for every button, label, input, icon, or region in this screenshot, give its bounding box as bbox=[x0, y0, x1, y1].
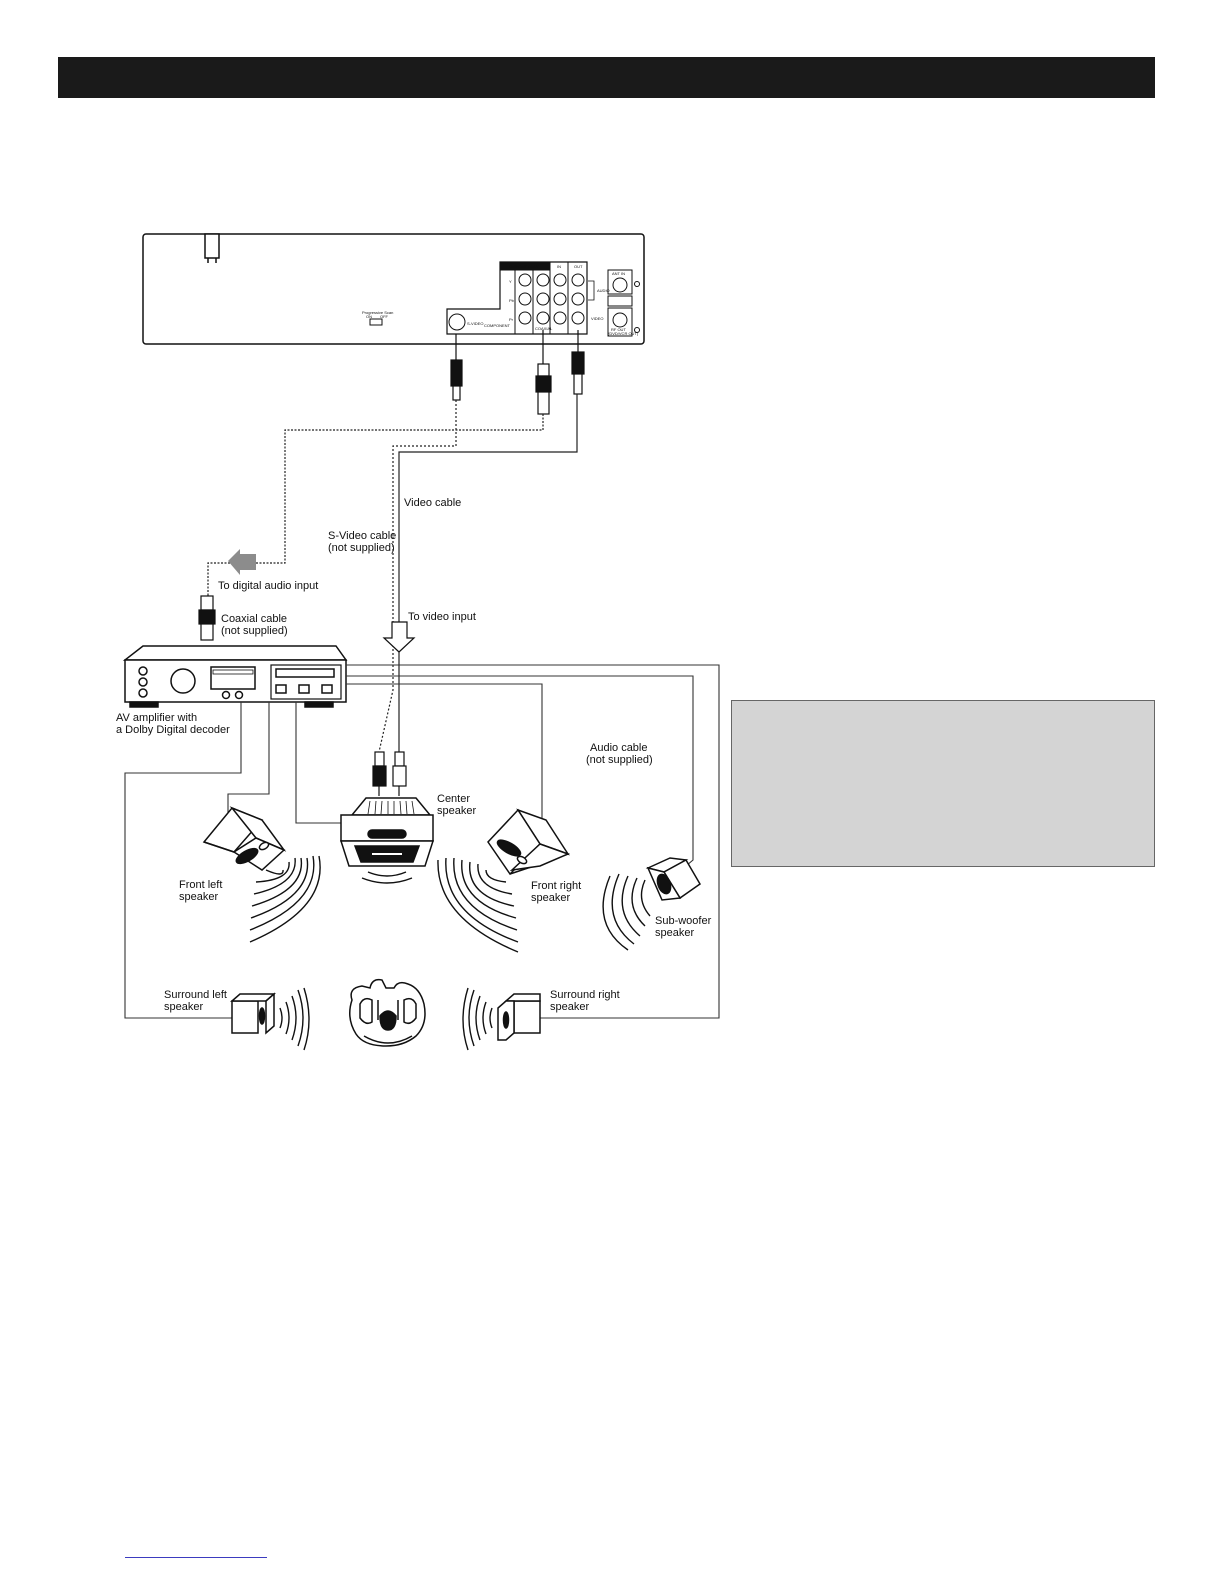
surround-right-label: Surround right bbox=[550, 989, 620, 1001]
coaxial-jack-label: COAXIAL bbox=[535, 326, 553, 331]
center-speaker-label: Center bbox=[437, 793, 470, 805]
component-label: COMPONENT bbox=[484, 323, 511, 328]
surround-left-cable bbox=[124, 702, 242, 1019]
rf-out-sub-label: (DVD/VCR OUT) bbox=[608, 331, 639, 336]
front-right-speaker-icon bbox=[487, 808, 571, 876]
dvd-out-only-label: DVD OUT ONLY bbox=[509, 264, 539, 269]
audio-cable-note: (not supplied) bbox=[586, 754, 653, 766]
svideo-plug bbox=[450, 334, 463, 401]
coaxial-cable-label: Coaxial cable bbox=[221, 613, 287, 625]
audio-cable-label: Audio cable bbox=[590, 742, 648, 754]
out-label: OUT bbox=[574, 264, 583, 269]
pr-label: Pr bbox=[509, 317, 514, 322]
video-jack-label: VIDEO bbox=[591, 316, 603, 321]
dvd-vcr-rear-panel: Progressive Scan ON OFF DVD OUT ONLY IN … bbox=[142, 233, 645, 345]
coaxial-cable-note: (not supplied) bbox=[221, 625, 288, 637]
surround-right-cable bbox=[346, 664, 720, 1019]
footer-rule bbox=[125, 1557, 267, 1558]
amplifier-label: AV amplifier with bbox=[116, 712, 197, 724]
front-right-cable bbox=[346, 683, 543, 819]
video-cable-line bbox=[398, 394, 578, 752]
subwoofer-speaker-icon bbox=[645, 857, 701, 901]
video-plug bbox=[571, 330, 585, 395]
progressive-off-label: OFF bbox=[380, 314, 389, 319]
progressive-label: Progressive Scan bbox=[362, 310, 393, 315]
front-left-cable bbox=[227, 702, 270, 813]
surround-left-label: Surround left bbox=[164, 989, 227, 1001]
front-right-label-2: speaker bbox=[531, 892, 570, 904]
audio-jack-label: AUDIO bbox=[597, 288, 610, 293]
surround-left-label-2: speaker bbox=[164, 1001, 203, 1013]
pb-label: Pb bbox=[509, 298, 515, 303]
front-left-label-2: speaker bbox=[179, 891, 218, 903]
section-header-bar bbox=[58, 57, 1155, 98]
front-right-label: Front right bbox=[531, 880, 581, 892]
video-cable-label: Video cable bbox=[404, 497, 461, 509]
coaxial-plug bbox=[535, 330, 552, 415]
subwoofer-label-2: speaker bbox=[655, 927, 694, 939]
progressive-on-label: ON bbox=[366, 314, 372, 319]
front-left-speaker-icon bbox=[202, 806, 287, 871]
front-right-sound-waves bbox=[437, 857, 519, 953]
front-left-sound-waves bbox=[249, 855, 321, 943]
svideo-cable-note: (not supplied) bbox=[328, 542, 395, 554]
surround-left-speaker-icon bbox=[230, 992, 276, 1035]
rf-out-label: RF OUT bbox=[611, 327, 626, 332]
subwoofer-cable bbox=[346, 675, 694, 867]
note-box bbox=[731, 700, 1155, 867]
subwoofer-sound-waves bbox=[602, 873, 651, 951]
surround-right-speaker-icon bbox=[497, 993, 541, 1041]
surround-left-sound-waves bbox=[279, 987, 310, 1051]
amplifier-label-2: a Dolby Digital decoder bbox=[116, 724, 230, 736]
to-video-input-label: To video input bbox=[408, 611, 476, 623]
svideo-cable-line bbox=[378, 400, 457, 753]
coaxial-cable-line bbox=[207, 414, 544, 596]
amplifier-coax-plug bbox=[198, 595, 216, 641]
y-label: Y bbox=[509, 279, 512, 284]
surround-right-sound-waves bbox=[462, 987, 493, 1051]
svideo-jack-label: S-VIDEO bbox=[467, 321, 483, 326]
center-speaker-label-2: speaker bbox=[437, 805, 476, 817]
front-left-label: Front left bbox=[179, 879, 222, 891]
subwoofer-label: Sub-woofer bbox=[655, 915, 712, 927]
digital-audio-arrow-icon bbox=[228, 549, 256, 575]
video-input-arrow-icon bbox=[382, 621, 416, 653]
in-label: IN bbox=[557, 264, 561, 269]
center-plugs bbox=[372, 751, 407, 796]
to-digital-audio-label: To digital audio input bbox=[218, 580, 318, 592]
av-amplifier bbox=[122, 645, 348, 708]
surround-right-label-2: speaker bbox=[550, 1001, 589, 1013]
svideo-cable-label: S-Video cable bbox=[328, 530, 396, 542]
ant-in-label: ANT IN bbox=[612, 271, 625, 276]
center-cable bbox=[295, 702, 341, 824]
center-sound-waves bbox=[361, 871, 413, 884]
center-speaker-icon bbox=[339, 797, 435, 867]
listener-icon bbox=[349, 978, 426, 1047]
